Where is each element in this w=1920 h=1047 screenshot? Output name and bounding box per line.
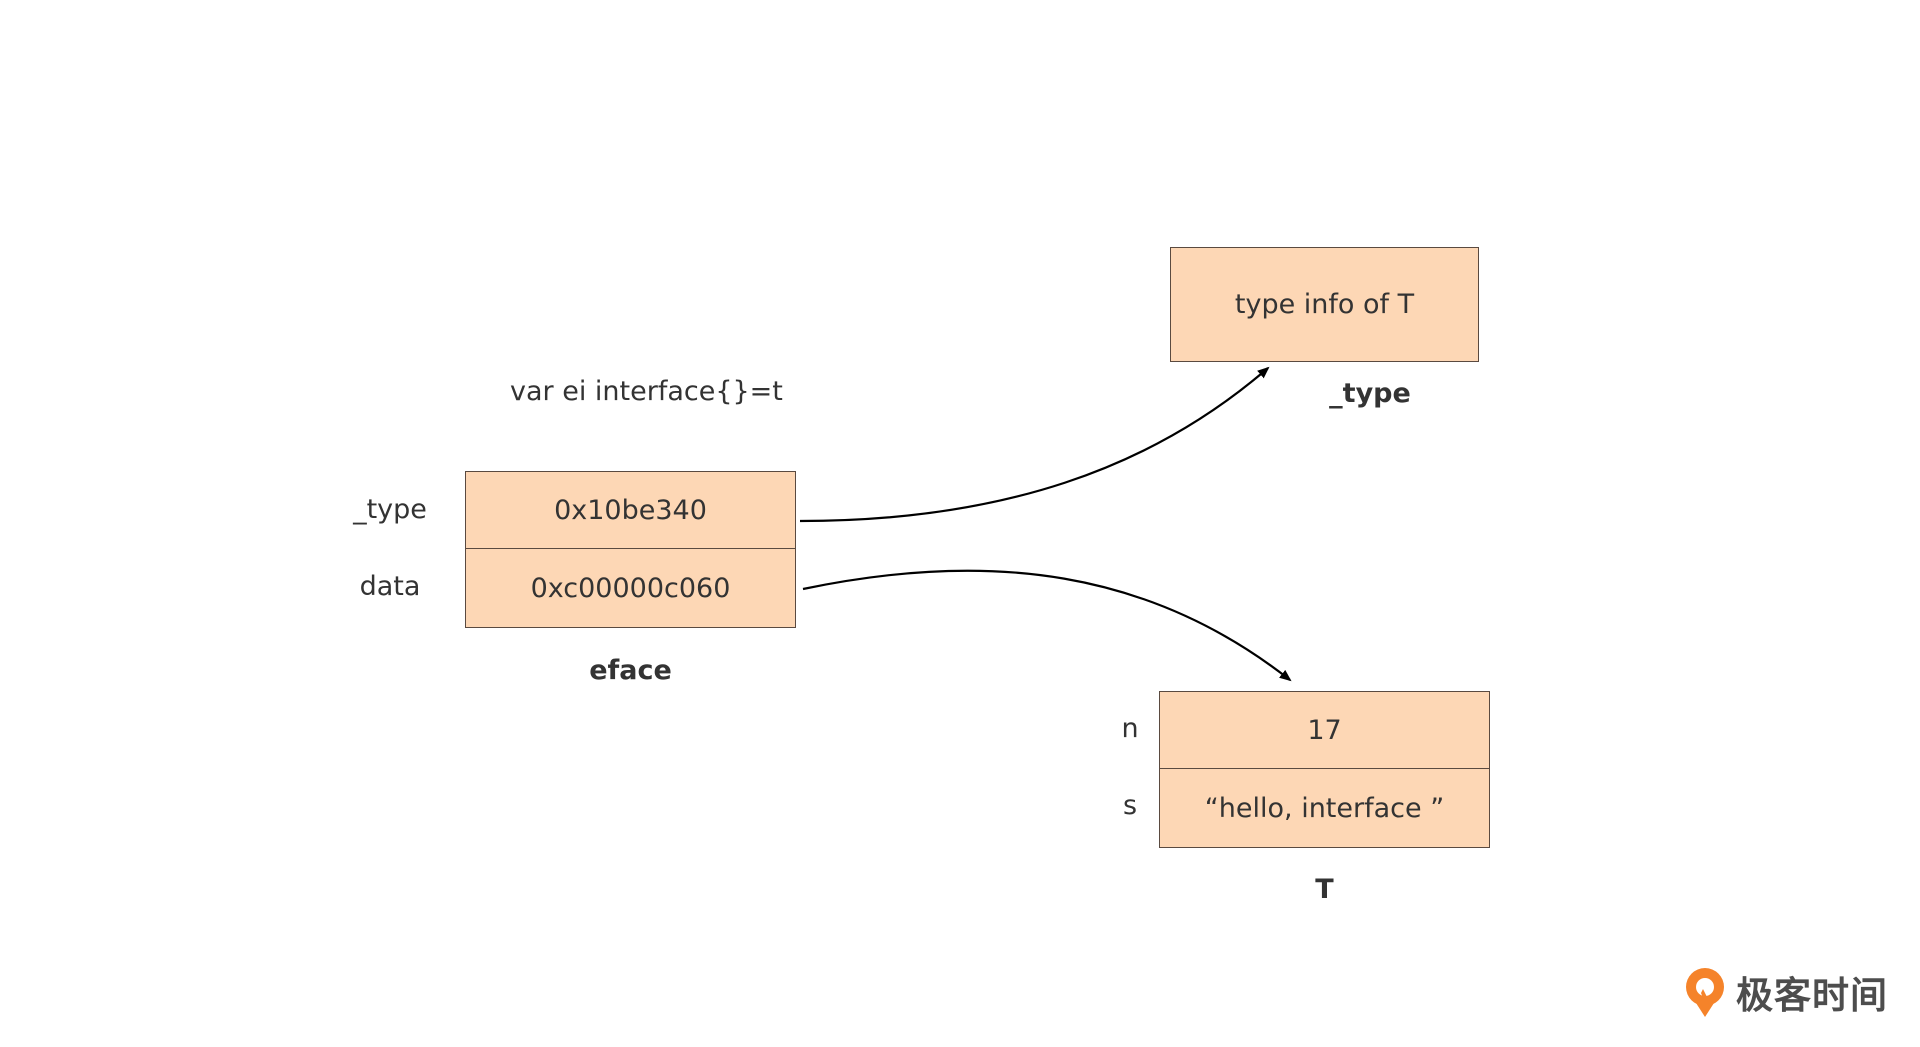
eface-field-value-data: 0xc00000c060	[465, 548, 796, 628]
t-field-name-s: s	[1122, 790, 1138, 821]
arrow-type-pointer	[799, 366, 1270, 523]
t-field-value-s: “hello, interface ”	[1159, 768, 1490, 848]
arrow-data-pointer	[802, 569, 1292, 682]
eface-field-name-type: _type	[353, 494, 427, 525]
brand-name: 极客时间	[1736, 974, 1888, 1017]
eface-caption: eface	[589, 655, 672, 686]
code-statement: var ei interface{}=t	[510, 376, 783, 407]
t-caption: T	[1315, 874, 1334, 905]
eface-field-value-type: 0x10be340	[465, 471, 796, 549]
eface-field-name-data: data	[359, 571, 421, 602]
t-field-value-n: 17	[1159, 691, 1490, 769]
type-info-content: type info of T	[1170, 247, 1479, 362]
t-field-name-n: n	[1121, 713, 1139, 744]
type-info-caption: _type	[1329, 378, 1411, 409]
brand-logo: 极客时间	[1682, 965, 1888, 1019]
geektime-logo-icon	[1686, 968, 1724, 1017]
